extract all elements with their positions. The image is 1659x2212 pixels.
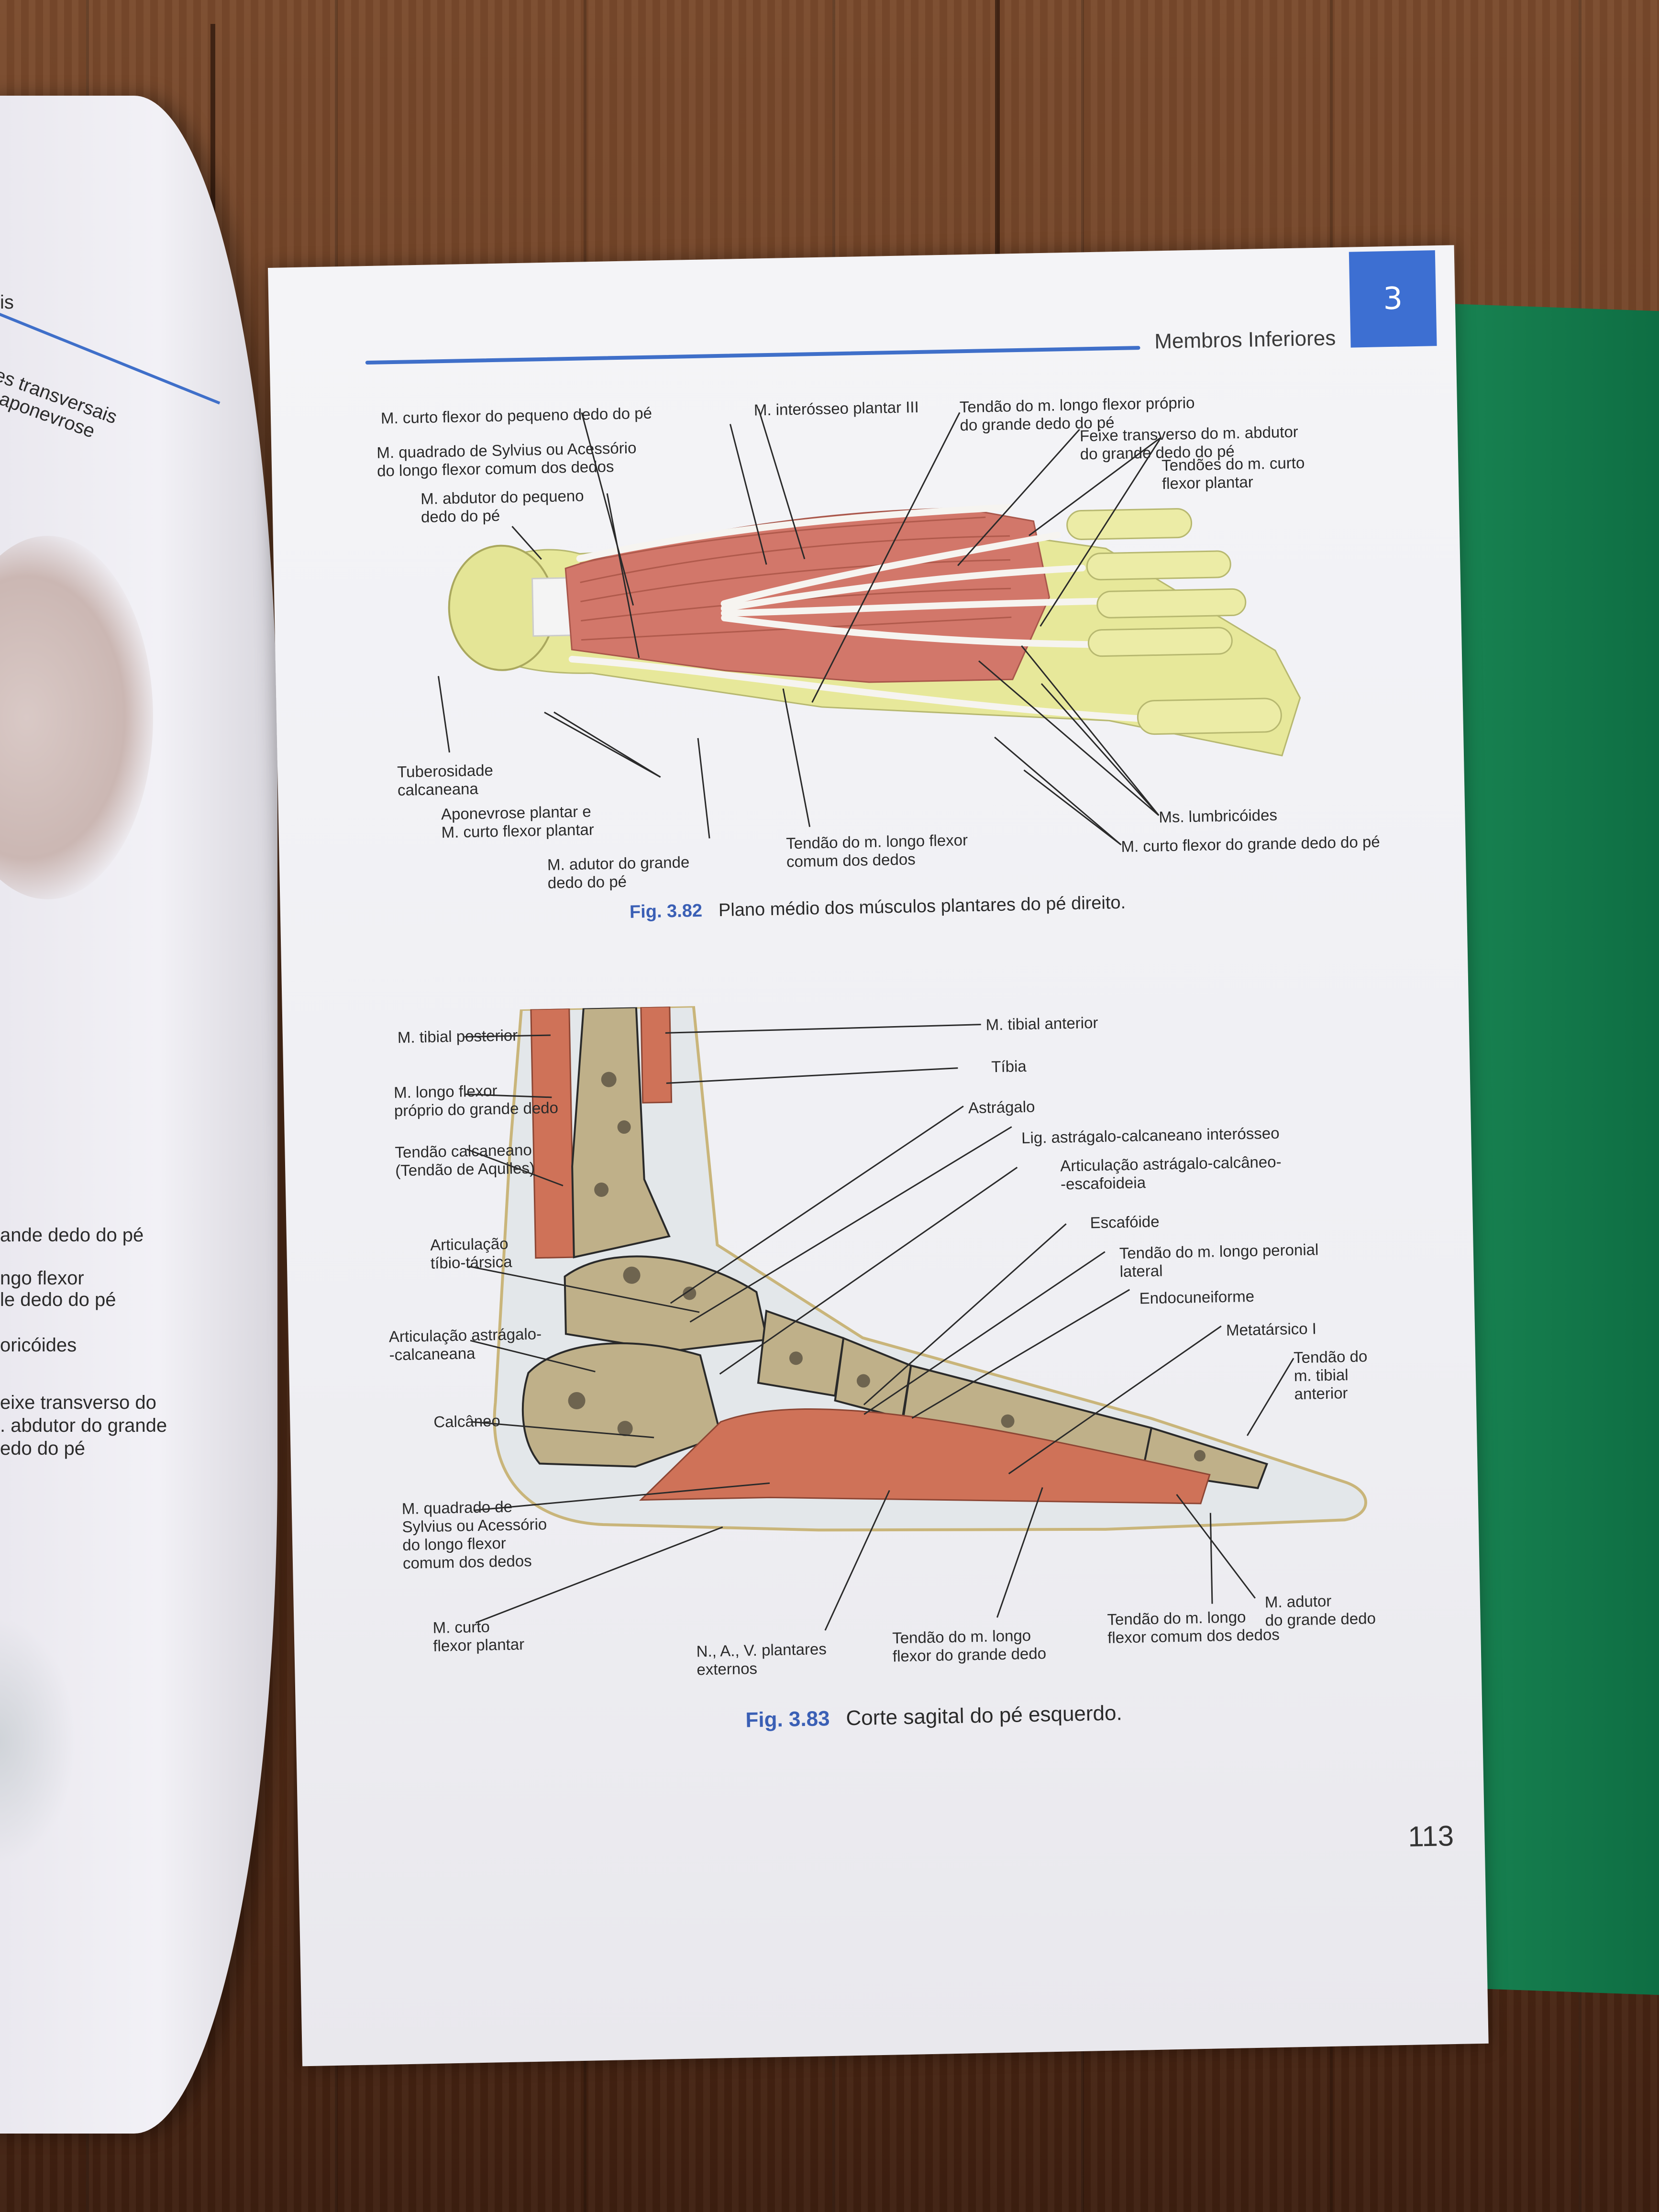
right-page: 3 Membros Inferiores xyxy=(268,245,1489,2067)
fig-3-82-leaders xyxy=(437,409,1162,846)
label-escafoide: Escafóide xyxy=(1090,1212,1160,1232)
fig-3-83-text: Corte sagital do pé esquerdo. xyxy=(846,1701,1123,1730)
label-tibial-anterior: M. tibial anterior xyxy=(985,1013,1098,1034)
label-adutor-grande-dedo-2: M. adutor do grande dedo xyxy=(1264,1592,1376,1629)
left-text-fragment: edo do pé xyxy=(0,1438,85,1459)
label-plantares-externos: N., A., V. plantares externos xyxy=(696,1640,827,1679)
left-text-fragment: le dedo do pé xyxy=(0,1289,116,1310)
fig-3-82-number: Fig. 3.82 xyxy=(629,900,703,922)
label-metatarsico-i: Metatársico I xyxy=(1226,1319,1317,1339)
label-tendao-longo-peronial: Tendão do m. longo peronial lateral xyxy=(1119,1240,1319,1281)
label-astragalo: Astrágalo xyxy=(968,1097,1035,1117)
label-tendao-flexor-comum-2: Tendão do m. longo flexor comum dos dedo… xyxy=(1107,1608,1280,1647)
fig-3-83-leaders xyxy=(464,1024,1294,1631)
label-curto-flexor-plantar: M. curto flexor plantar xyxy=(432,1617,525,1655)
label-quadrado-sylvius: M. quadrado de Sylvius ou Acessório do l… xyxy=(376,439,637,480)
label-articulacao-astragalo-calcaneana: Articulação astrágalo- -calcaneana xyxy=(388,1325,542,1364)
label-tendao-tibial-anterior: Tendão do m. tibial anterior xyxy=(1293,1347,1368,1403)
label-tibial-posterior: M. tibial posterior xyxy=(397,1026,518,1047)
fig-3-83-number: Fig. 3.83 xyxy=(745,1707,830,1732)
label-quadrado-sylvius-2: M. quadrado de Sylvius ou Acessório do l… xyxy=(401,1497,547,1572)
label-articulacao-astragalo-calcaneo-escafoideia: Articulação astrágalo-calcâneo- -escafoi… xyxy=(1060,1152,1282,1193)
left-text-fragment: . abdutor do grande xyxy=(0,1415,167,1436)
left-text-fragment: eixe transverso do xyxy=(0,1392,156,1413)
left-text-fragment: oricóides xyxy=(0,1335,77,1356)
page-number: 113 xyxy=(1407,1820,1454,1853)
label-tendoes-curto-flexor: Tendões do m. curto flexor plantar xyxy=(1161,453,1305,493)
left-page: is es transversais aponevrose ande dedo … xyxy=(0,96,277,2134)
label-interosseo-plantar: M. interósseo plantar III xyxy=(753,398,919,419)
label-endocuneiforme: Endocuneiforme xyxy=(1139,1287,1255,1307)
label-articulacao-tibio-tarsica: Articulação tíbio-társica xyxy=(430,1234,512,1272)
left-text-fragment: ande dedo do pé xyxy=(0,1225,144,1246)
label-tendao-flexor-grande-dedo: Tendão do m. longo flexor do grande dedo xyxy=(892,1626,1047,1665)
label-calcaneo: Calcâneo xyxy=(433,1412,501,1431)
label-abdutor-pequeno-dedo: M. abdutor do pequeno dedo do pé xyxy=(420,487,584,526)
label-tendao-calcaneano: Tendão calcaneano (Tendão de Aquiles) xyxy=(395,1140,535,1180)
plantar-muscles-illustration xyxy=(448,504,1301,757)
plank-seam xyxy=(210,24,215,292)
label-longo-flexor-proprio: M. longo flexor próprio do grande dedo xyxy=(393,1082,559,1120)
label-lumbricoides: Ms. lumbricóides xyxy=(1159,806,1278,826)
sagittal-foot-illustration xyxy=(493,1005,1367,1532)
left-skeleton-fragment xyxy=(0,1617,77,1866)
label-aponevrose-plantar: Aponevrose plantar e M. curto flexor pla… xyxy=(441,802,595,841)
left-illustration-fragment xyxy=(0,536,153,899)
left-text-fragment: ngo flexor xyxy=(0,1268,84,1289)
label-adutor-grande-dedo: M. adutor do grande dedo do pé xyxy=(547,853,690,892)
left-text-fragment: is xyxy=(0,292,14,313)
label-tibia: Tíbia xyxy=(991,1057,1027,1076)
plank-seam xyxy=(995,0,1000,325)
label-tuberosidade-calcaneana: Tuberosidade calcaneana xyxy=(397,761,494,799)
label-tendao-longo-flexor-comum: Tendão do m. longo flexor comum dos dedo… xyxy=(785,831,968,871)
